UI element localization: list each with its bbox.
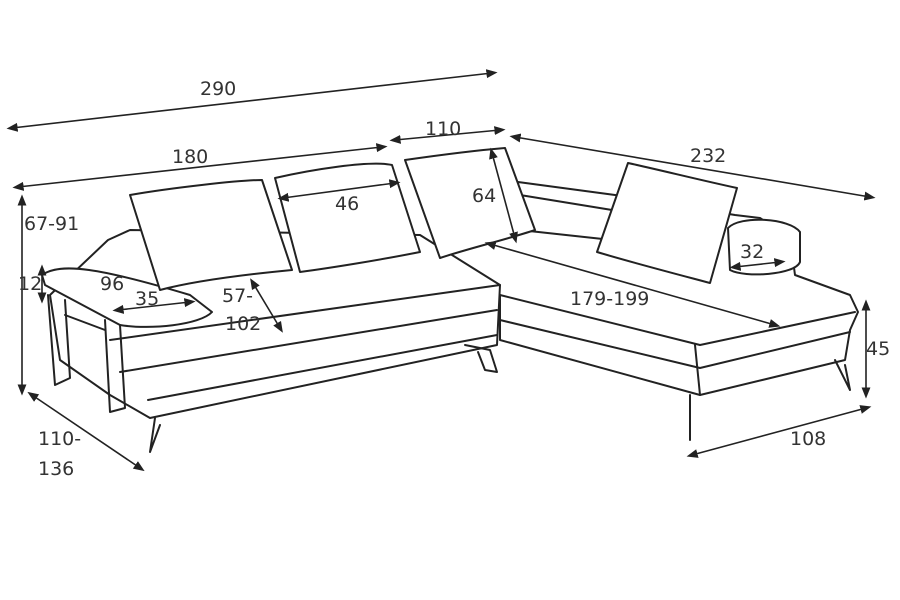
label-armrest-thickness: 12 <box>18 273 42 295</box>
label-armrest-length: 96 <box>100 273 124 295</box>
label-total-length: 290 <box>200 78 236 100</box>
dimension-lines <box>6 69 876 472</box>
label-cushion-width: 46 <box>335 193 359 215</box>
label-right-length: 232 <box>690 145 726 167</box>
label-chaise-width: 110 <box>425 118 461 140</box>
label-depth: 110- <box>38 428 81 450</box>
label-headrest: 32 <box>740 241 764 263</box>
label-armrest-width: 35 <box>135 288 159 310</box>
label-chaise-depth: 108 <box>790 428 826 450</box>
dimension-labels: 290 110 180 232 46 64 67-91 12 96 35 57-… <box>18 78 890 480</box>
label-depth-2: 136 <box>38 458 74 480</box>
label-seat-depth-2: 102 <box>225 313 261 335</box>
label-chaise-length: 179-199 <box>570 288 649 310</box>
label-main-length: 180 <box>172 146 208 168</box>
label-seat-depth: 57- <box>222 285 253 307</box>
label-cushion-height: 64 <box>472 185 496 207</box>
label-back-height: 67-91 <box>24 213 79 235</box>
label-seat-height: 45 <box>866 338 890 360</box>
